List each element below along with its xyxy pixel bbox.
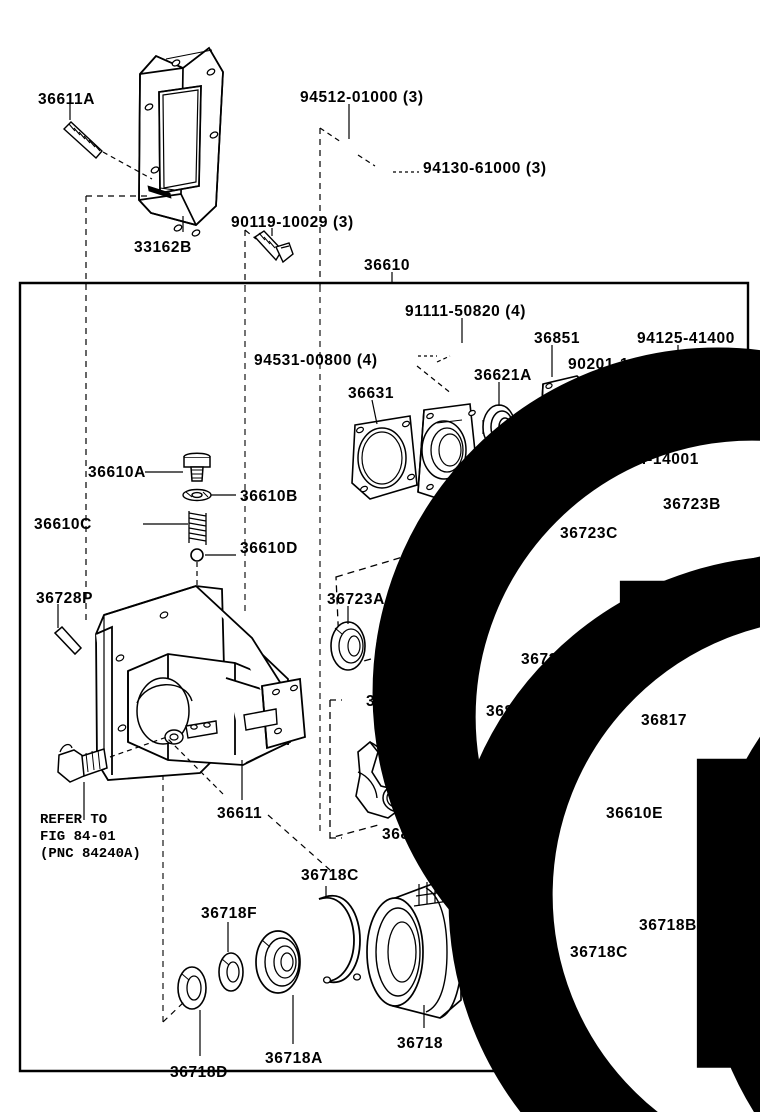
callout-36718f: 36718F (201, 905, 258, 922)
callout-90214-14001: 90214-14001 (601, 451, 699, 468)
callout-36610c: 36610C (34, 516, 92, 533)
refer-to-note-line1: REFER TO (40, 812, 108, 828)
refer-to-note-line2: FIG 84-01 (40, 829, 116, 846)
callout-94531-00800-4-: 94531-00800 (4) (254, 352, 378, 369)
part-36718d-washer (177, 966, 207, 1010)
callout-36610d: 36610D (240, 540, 298, 557)
callout-36611: 36611 (217, 805, 263, 822)
callout-36610a: 36610A (88, 464, 146, 481)
callout-36714: 36714 (425, 554, 472, 571)
callout-36851: 36851 (534, 330, 581, 347)
refer-to-note: REFER TO FIG 84-01 (PNC 84240A) (40, 812, 141, 863)
callout-36718b: 36718B (639, 917, 697, 934)
callout-36621: 36621 (425, 648, 472, 665)
leader-94512-94130 (319, 104, 419, 286)
callout-94512-01000-3-: 94512-01000 (3) (300, 89, 424, 106)
callout-36611a: 36611A (38, 91, 96, 108)
part-36610d-ball (190, 548, 204, 562)
part-36728p-pin (53, 625, 83, 656)
callout-94125-41400: 94125-41400 (637, 330, 735, 347)
callout-36723b: 36723B (663, 496, 721, 513)
part-36610c-spring (188, 511, 207, 545)
circle-marker-n: N (667, 373, 760, 1112)
part-36631-plate (351, 415, 418, 500)
callout-36814: 36814 (486, 703, 533, 720)
callout-36817: 36817 (641, 712, 688, 729)
callout-36728p: 36728P (36, 590, 94, 607)
part-36611a-stud (62, 121, 103, 160)
part-36611-housing (95, 585, 306, 781)
callout-36723a: 36723A (327, 591, 385, 608)
part-90119-10029-bolt (253, 230, 294, 264)
assembly-dash-left (85, 195, 148, 620)
callout-36718c: 36718C (570, 944, 628, 961)
callout-90119-10029-3-: 90119-10029 (3) (231, 214, 354, 231)
part-refer-bolt (57, 743, 108, 783)
leader-36631 (371, 399, 378, 425)
callout-36723c: 36723C (560, 525, 618, 542)
right-dash-bracket (330, 699, 342, 839)
part-36610a-plug (183, 452, 211, 482)
callout-36718d: 36718D (170, 1064, 228, 1081)
callout-36718: 36718 (397, 1035, 444, 1052)
callout-36718c: 36718C (301, 867, 359, 884)
callout-36723: 36723 (521, 651, 568, 668)
circle-marker-b: B (449, 339, 760, 1112)
callout-91111-50820-4-: 91111-50820 (4) (405, 303, 527, 320)
callout-94130-61000-3-: 94130-61000 (3) (423, 160, 547, 177)
callout-36728: 36728 (491, 863, 538, 880)
leader-91111-94531 (416, 318, 463, 395)
callout-36610: 36610 (364, 257, 411, 274)
callout-90201-14002: 90201-14002 (568, 356, 666, 373)
part-33162b-cover (138, 46, 224, 237)
callout-36621a: 36621A (474, 367, 532, 384)
part-36723a-bearing (330, 621, 366, 671)
part-36718c-snapring-upper (318, 894, 362, 984)
part-36718-hub (366, 879, 463, 1019)
leader-36611 (109, 736, 331, 871)
bottom-dash-guide (162, 999, 187, 1023)
callout-36723e: 36723E (366, 693, 424, 710)
callout-33162b: 33162B (134, 239, 192, 256)
callout-36610b: 36610B (240, 488, 298, 505)
refer-to-note-line3: (PNC 84240A) (40, 846, 141, 863)
callout-36723e: 36723E (617, 623, 675, 640)
callout-36631: 36631 (348, 385, 395, 402)
part-36718f-spacer (218, 952, 244, 992)
leader-90119 (244, 228, 273, 286)
callout-36718a: 36718A (265, 1050, 323, 1067)
leader-36611a (69, 104, 153, 180)
part-36718a-bearing (255, 930, 301, 994)
callout-36610e: 36610E (606, 805, 664, 822)
callout-36811: 36811 (382, 826, 428, 843)
